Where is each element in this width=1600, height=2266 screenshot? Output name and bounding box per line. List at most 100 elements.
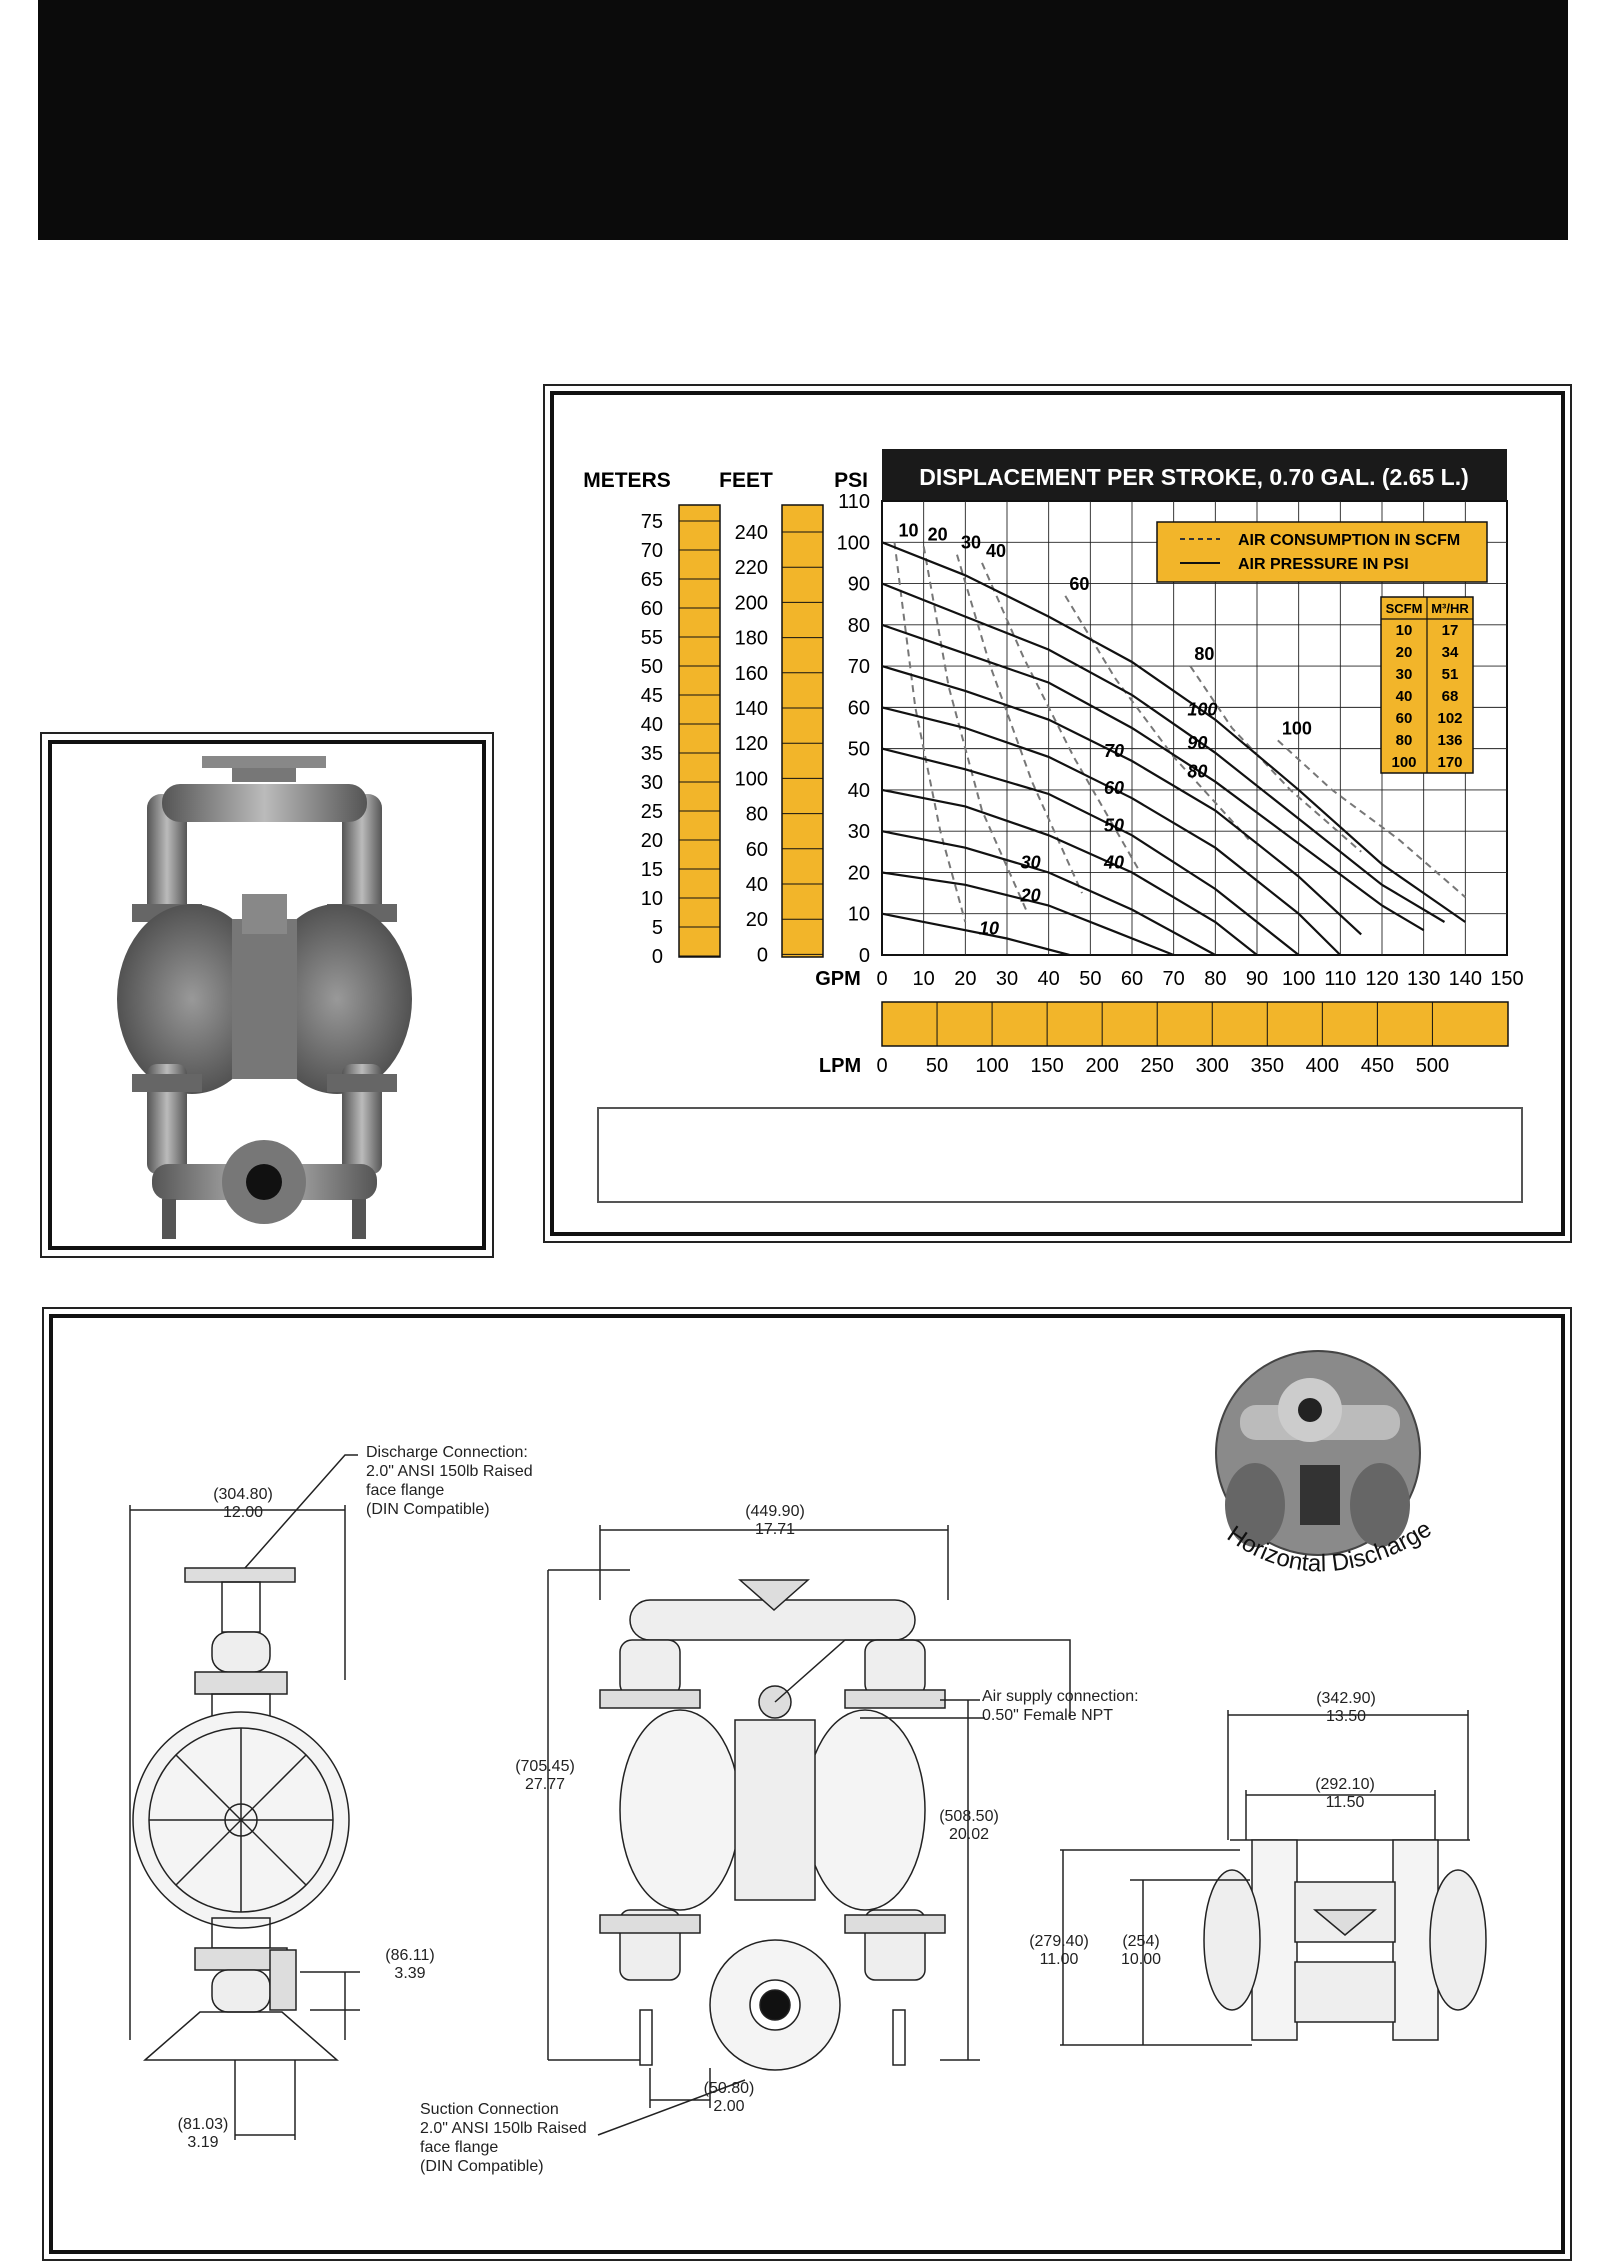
air-consumption-curve [1064, 595, 1250, 841]
conversion-table-cell: 136 [1437, 732, 1462, 749]
air-curve-label: 40 [986, 541, 1006, 561]
meters-tick-label: 65 [641, 569, 663, 591]
discharge-connection-label: Discharge Connection: 2.0" ANSI 150lb Ra… [366, 1444, 533, 1518]
air-consumption-curve [893, 542, 967, 923]
air-consumption-curve [1277, 739, 1466, 898]
meters-tick-label: 5 [652, 917, 663, 939]
lpm-tick-label: 150 [1030, 1055, 1063, 1077]
pressure-curve [881, 912, 1070, 957]
conversion-table-cell: 170 [1437, 754, 1462, 771]
feet-tick-label: 60 [746, 839, 768, 861]
pressure-curve-label: 90 [1187, 733, 1207, 753]
chart-title-bar [882, 449, 1507, 501]
feet-tick-label: 240 [735, 522, 768, 544]
meters-tick-label: 15 [641, 859, 663, 881]
feet-tick-label: 180 [735, 628, 768, 650]
pressure-curve [881, 582, 1446, 923]
pressure-curve [881, 665, 1362, 936]
feet-tick-label: 20 [746, 909, 768, 931]
psi-tick-label: 50 [848, 739, 870, 761]
psi-tick-label: 100 [837, 532, 870, 554]
psi-tick-label: 0 [859, 945, 870, 967]
pressure-curve-label: 70 [1104, 741, 1124, 761]
lpm-tick-label: 450 [1361, 1055, 1394, 1077]
pressure-curve-label: 20 [1020, 885, 1041, 905]
performance-chart-inner-frame [550, 391, 1565, 1236]
legend-air-pressure: AIR PRESSURE IN PSI [1238, 556, 1409, 573]
front-width-dimension: (449.90) 17.71 [745, 1503, 805, 1538]
pressure-curve-label: 50 [1104, 815, 1124, 835]
meters-tick-label: 60 [641, 598, 663, 620]
legend-air-consumption: AIR CONSUMPTION IN SCFM [1238, 532, 1460, 549]
psi-tick-label: 110 [838, 491, 870, 513]
lpm-tick-label: 400 [1306, 1055, 1339, 1077]
gpm-tick-label: 90 [1246, 968, 1268, 990]
air-curve-label: 60 [1069, 574, 1089, 594]
psi-tick-label: 30 [848, 821, 870, 843]
horizontal-view-drawing [1060, 1710, 1487, 2046]
air-curve-label: 100 [1282, 718, 1312, 738]
meters-tick-label: 45 [641, 685, 663, 707]
gpm-tick-label: 110 [1324, 968, 1356, 990]
horizontal-discharge-photo [1215, 1350, 1421, 1556]
meters-axis-label: METERS [583, 469, 671, 492]
conversion-table-cell: 100 [1391, 754, 1416, 771]
meters-tick-label: 50 [641, 656, 663, 678]
conversion-table-cell: 40 [1396, 688, 1413, 705]
meters-tick-label: 20 [641, 830, 663, 852]
psi-axis-label: PSI [834, 469, 868, 492]
lpm-tick-label: 50 [926, 1055, 948, 1077]
psi-tick-label: 10 [848, 904, 870, 926]
feet-tick-label: 0 [757, 944, 768, 966]
psi-tick-label: 80 [848, 615, 870, 637]
conversion-table-cell: 30 [1396, 666, 1413, 683]
feet-axis-label: FEET [719, 469, 773, 492]
gpm-tick-label: 60 [1121, 968, 1143, 990]
pressure-curve [881, 706, 1342, 956]
gpm-tick-label: 30 [996, 968, 1018, 990]
feet-tick-label: 140 [735, 698, 768, 720]
performance-chart-frame [543, 384, 1572, 1243]
feet-psi-scale-column [781, 504, 824, 958]
feet-tick-label: 40 [746, 874, 768, 896]
lpm-tick-label: 100 [975, 1055, 1008, 1077]
conversion-table-cell: 51 [1442, 666, 1459, 683]
suction-connection-label: Suction Connection 2.0" ANSI 150lb Raise… [420, 2101, 587, 2175]
gpm-tick-label: 10 [913, 968, 935, 990]
horizontal-height-dimension-1: (279.40) 11.00 [1029, 1933, 1089, 1968]
side-width-dimension: (304.80) 12.00 [213, 1486, 273, 1521]
side-view-drawing [129, 1454, 360, 2140]
pressure-curve-label: 10 [979, 918, 999, 938]
conversion-table-cell: 17 [1442, 622, 1459, 639]
gpm-tick-label: 80 [1204, 968, 1226, 990]
gpm-tick-label: 100 [1282, 968, 1315, 990]
feet-tick-label: 200 [735, 592, 768, 614]
psi-tick-label: 60 [848, 697, 870, 719]
air-curve-label: 10 [899, 520, 919, 540]
conversion-table-cell: 60 [1396, 710, 1413, 727]
gpm-tick-label: 130 [1407, 968, 1440, 990]
chart-title: DISPLACEMENT PER STROKE, 0.70 GAL. (2.65… [919, 464, 1469, 490]
pressure-curve [881, 623, 1425, 932]
gpm-tick-label: 0 [876, 968, 887, 990]
psi-tick-label: 20 [848, 862, 870, 884]
dimensions-frame [42, 1307, 1572, 2261]
side-foot-dimension: (81.03) 3.19 [177, 2116, 229, 2151]
horizontal-height-dimension-2: (254) 10.00 [1120, 1933, 1162, 1968]
gpm-tick-label: 70 [1163, 968, 1185, 990]
pressure-curve-label: 60 [1104, 778, 1124, 798]
gpm-tick-label: 40 [1038, 968, 1060, 990]
side-base-height-dimension: (86.11) 3.39 [385, 1947, 435, 1982]
lpm-tick-label: 500 [1416, 1055, 1449, 1077]
horizontal-outer-width-dimension: (342.90) 13.50 [1316, 1690, 1376, 1725]
air-curve-label: 80 [1194, 644, 1214, 664]
conversion-table-cell: 10 [1396, 622, 1413, 639]
pump-photo [117, 756, 412, 1239]
conversion-table-header: SCFM [1386, 601, 1423, 616]
meters-scale-column [678, 504, 721, 958]
horizontal-inner-width-dimension: (292.10) 11.50 [1315, 1776, 1375, 1811]
air-consumption-curve [981, 562, 1142, 873]
air-consumption-curve [1189, 665, 1362, 853]
pressure-curve [881, 871, 1175, 957]
